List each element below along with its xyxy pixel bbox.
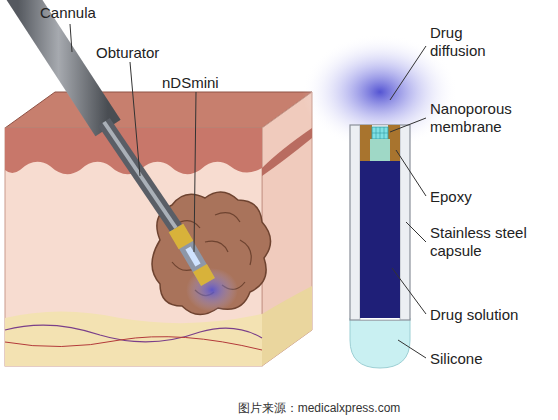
drug-solution <box>360 161 400 318</box>
leader-lines <box>70 24 426 358</box>
leader-line <box>130 62 140 176</box>
leader-line <box>70 24 72 52</box>
instrument <box>18 0 176 228</box>
steel-capsule <box>350 125 410 320</box>
caption: 图片来源：medicalxpress.com <box>238 401 401 415</box>
part-label: Obturator <box>96 44 196 62</box>
illustration-part <box>188 248 198 265</box>
fat-side <box>262 286 312 366</box>
membrane-pores <box>372 127 388 139</box>
part-label: Silicone <box>430 350 550 368</box>
leader-line <box>392 268 426 314</box>
part-label: Cannula <box>40 4 130 22</box>
membrane-well <box>370 139 390 161</box>
leader-line <box>390 46 426 100</box>
skin-side <box>262 92 312 366</box>
part-label: Stainless steel capsule <box>430 224 550 260</box>
membrane <box>372 127 388 139</box>
epidermis-side <box>262 128 312 176</box>
vessel-line <box>5 337 262 350</box>
device <box>176 228 238 312</box>
illustration-part <box>186 268 238 312</box>
leader-line <box>398 340 426 358</box>
silicone <box>350 318 410 368</box>
illustration-part <box>176 228 208 282</box>
leader-line <box>390 118 426 132</box>
part-label: Drug diffusion <box>430 24 510 60</box>
skin-block <box>5 92 312 366</box>
leader-line <box>194 92 196 252</box>
fat-layer <box>5 312 262 367</box>
illustration-part <box>176 228 186 245</box>
cavity <box>360 125 400 320</box>
leader-line <box>406 222 426 242</box>
nerve-line <box>5 325 262 342</box>
part-label: nDSmini <box>162 74 252 92</box>
illustration-part <box>200 268 208 282</box>
part-label: Drug solution <box>430 306 552 324</box>
skin-top <box>5 92 312 128</box>
part-label: Nanoporous membrane <box>430 100 550 136</box>
leader-line <box>396 150 426 196</box>
part-label: Epoxy <box>430 188 540 206</box>
